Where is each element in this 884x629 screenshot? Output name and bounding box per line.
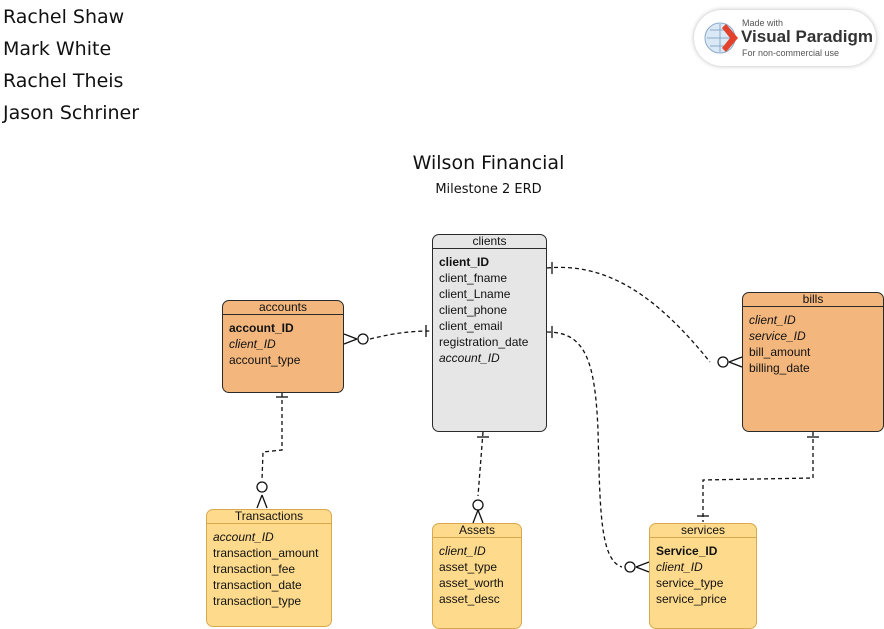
rel-line-bills-services xyxy=(702,432,814,522)
entity-accounts-name: accounts xyxy=(223,301,343,315)
diagram-subtitle: Milestone 2 ERD xyxy=(435,182,542,197)
attribute-client-id-fk: client_ID xyxy=(749,313,796,327)
attribute-client-email: client_email xyxy=(439,319,503,333)
entity-transactions-name: Transactions xyxy=(207,510,331,524)
attribute-transaction-date: transaction_date xyxy=(213,578,302,592)
entity-services[interactable]: services Service_ID client_ID service_ty… xyxy=(649,523,757,629)
attribute-asset-worth: asset_worth xyxy=(439,576,504,590)
attribute-client-id-fk: client_ID xyxy=(439,544,486,558)
entity-bills-name: bills xyxy=(743,293,883,307)
attribute-transaction-amount: transaction_amount xyxy=(213,546,319,560)
attribute-service-id-pk: Service_ID xyxy=(656,544,718,558)
entity-assets[interactable]: Assets client_ID asset_type asset_worth … xyxy=(432,523,522,629)
attribute-account-type: account_type xyxy=(229,353,301,367)
author-name-4: Jason Schriner xyxy=(3,102,140,124)
author-name-1: Rachel Shaw xyxy=(3,6,125,28)
attribute-registration-date: registration_date xyxy=(439,335,529,349)
entity-clients[interactable]: clients client_ID client_fname client_Ln… xyxy=(432,234,547,432)
attribute-client-phone: client_phone xyxy=(439,303,508,317)
attribute-account-id-fk: account_ID xyxy=(439,351,500,365)
attribute-transaction-fee: transaction_fee xyxy=(213,562,296,576)
attribute-service-price: service_price xyxy=(656,592,727,606)
rel-line-clients-bills xyxy=(546,266,711,363)
crowsfoot-many-assets xyxy=(472,499,484,524)
rel-line-accounts-transactions xyxy=(261,393,283,481)
crowsfoot-many-accounts xyxy=(343,333,369,345)
attribute-bill-amount: bill_amount xyxy=(749,345,811,359)
attribute-asset-desc: asset_desc xyxy=(439,592,500,606)
attribute-transaction-type: transaction_type xyxy=(213,594,302,608)
attribute-asset-type: asset_type xyxy=(439,560,498,574)
attribute-service-type: service_type xyxy=(656,576,724,590)
entity-transactions[interactable]: Transactions account_ID transaction_amou… xyxy=(206,509,332,627)
crowsfoot-many-services xyxy=(624,561,650,573)
attribute-billing-date: billing_date xyxy=(749,361,810,375)
rel-line-clients-services xyxy=(546,331,623,568)
entity-bills[interactable]: bills client_ID service_ID bill_amount b… xyxy=(742,292,884,432)
badge-made-with: Made with xyxy=(742,18,784,28)
rel-line-clients-assets xyxy=(477,431,484,497)
rel-line-accounts-clients xyxy=(369,330,432,340)
visual-paradigm-logo-icon xyxy=(704,22,738,54)
author-name-3: Rachel Theis xyxy=(3,70,124,92)
attribute-account-id-pk: account_ID xyxy=(229,321,294,335)
diagram-title: Wilson Financial xyxy=(412,152,565,174)
attribute-account-id-fk: account_ID xyxy=(213,530,274,544)
badge-usage-note: For non-commercial use xyxy=(742,48,840,58)
attribute-client-fname: client_fname xyxy=(439,271,508,285)
attribute-client-id-pk: client_ID xyxy=(439,255,490,269)
entity-services-name: services xyxy=(650,524,756,538)
crowsfoot-many-transactions xyxy=(256,481,268,509)
entity-clients-name: clients xyxy=(433,235,546,249)
attribute-service-id-fk: service_ID xyxy=(749,329,806,343)
attribute-client-id-fk: client_ID xyxy=(229,337,276,351)
crowsfoot-many-bills xyxy=(717,356,743,368)
entity-accounts[interactable]: accounts account_ID client_ID account_ty… xyxy=(222,300,344,393)
author-name-2: Mark White xyxy=(3,38,112,60)
visual-paradigm-badge[interactable]: Made with Visual Paradigm For non-commer… xyxy=(694,10,876,66)
badge-product-name: Visual Paradigm xyxy=(741,27,873,46)
attribute-client-id-fk: client_ID xyxy=(656,560,703,574)
entity-assets-name: Assets xyxy=(433,524,521,538)
attribute-client-lname: client_Lname xyxy=(439,287,511,301)
